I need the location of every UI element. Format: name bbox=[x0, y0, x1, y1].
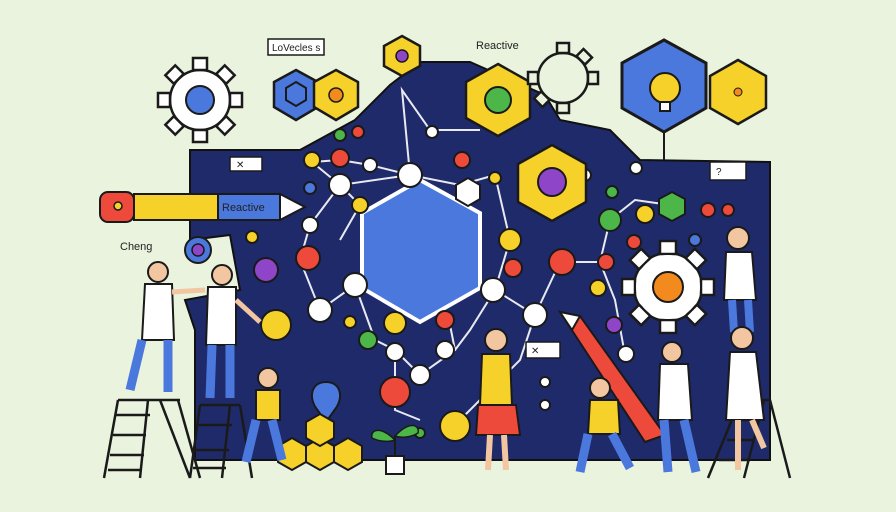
label-tag: ✕ bbox=[229, 156, 263, 172]
plant-icon bbox=[371, 424, 419, 475]
small-hexagon bbox=[455, 176, 481, 208]
purple-dot bbox=[395, 49, 409, 63]
node bbox=[635, 204, 655, 224]
network-nodes bbox=[245, 125, 735, 442]
node bbox=[453, 151, 471, 169]
node bbox=[503, 258, 523, 278]
label-tag: ? bbox=[709, 161, 747, 181]
green-dot bbox=[484, 86, 512, 114]
gear-icon bbox=[620, 239, 716, 335]
purple-dot bbox=[537, 167, 567, 197]
label-tag: LoVecles s bbox=[267, 38, 325, 56]
node bbox=[539, 399, 551, 411]
node bbox=[589, 279, 607, 297]
node bbox=[330, 148, 350, 168]
node bbox=[597, 253, 615, 271]
node bbox=[626, 234, 642, 250]
lightbulb-icon bbox=[649, 72, 681, 112]
node bbox=[397, 162, 423, 188]
top-reactive-label: Reactive bbox=[476, 40, 519, 52]
gear-icon bbox=[184, 236, 212, 264]
node bbox=[700, 202, 716, 218]
node bbox=[488, 171, 502, 185]
person bbox=[125, 261, 206, 392]
node bbox=[379, 376, 411, 408]
node bbox=[598, 208, 622, 232]
node bbox=[721, 203, 735, 217]
pencil-icon: Reactive bbox=[99, 191, 308, 223]
node bbox=[303, 181, 317, 195]
node bbox=[295, 245, 321, 271]
node bbox=[303, 151, 321, 169]
node bbox=[605, 185, 619, 199]
node bbox=[435, 340, 455, 360]
node bbox=[605, 316, 623, 334]
node bbox=[307, 297, 333, 323]
node bbox=[688, 233, 702, 247]
node bbox=[351, 125, 365, 139]
node bbox=[498, 228, 522, 252]
node bbox=[358, 330, 378, 350]
node bbox=[333, 128, 347, 142]
node bbox=[362, 157, 378, 173]
node bbox=[253, 257, 279, 283]
person bbox=[656, 341, 701, 474]
node bbox=[245, 230, 259, 244]
node bbox=[342, 272, 368, 298]
node bbox=[383, 311, 407, 335]
label-tag: ✕ bbox=[525, 341, 561, 359]
node bbox=[301, 216, 319, 234]
tag-text: ✕ bbox=[531, 346, 539, 357]
node bbox=[629, 161, 643, 175]
small-hexagon bbox=[658, 190, 686, 223]
person bbox=[724, 326, 767, 470]
node bbox=[409, 364, 431, 386]
node bbox=[435, 310, 455, 330]
node bbox=[548, 248, 576, 276]
node bbox=[425, 125, 439, 139]
tag-text: LoVecles s bbox=[272, 43, 320, 54]
node bbox=[539, 376, 551, 388]
person bbox=[722, 226, 758, 333]
node bbox=[260, 309, 292, 341]
node bbox=[439, 410, 471, 442]
node bbox=[328, 173, 352, 197]
left-name-label: Cheng bbox=[120, 241, 152, 253]
person bbox=[204, 264, 262, 399]
node bbox=[351, 196, 369, 214]
tag-text: ✕ bbox=[236, 160, 244, 171]
node bbox=[385, 342, 405, 362]
pencil-label: Reactive bbox=[222, 202, 265, 214]
node bbox=[522, 302, 548, 328]
gear-icon bbox=[526, 41, 600, 115]
orange-dot bbox=[733, 87, 743, 97]
node bbox=[617, 345, 635, 363]
hexagon-icon bbox=[285, 80, 307, 108]
person bbox=[575, 377, 634, 473]
node bbox=[343, 315, 357, 329]
gear-icon bbox=[156, 56, 244, 144]
honeycomb bbox=[277, 412, 363, 472]
person bbox=[474, 328, 522, 471]
orange-dot bbox=[328, 87, 344, 103]
node bbox=[480, 277, 506, 303]
person bbox=[241, 367, 287, 464]
pencil-icon bbox=[557, 310, 667, 444]
tag-text: ? bbox=[716, 167, 722, 178]
